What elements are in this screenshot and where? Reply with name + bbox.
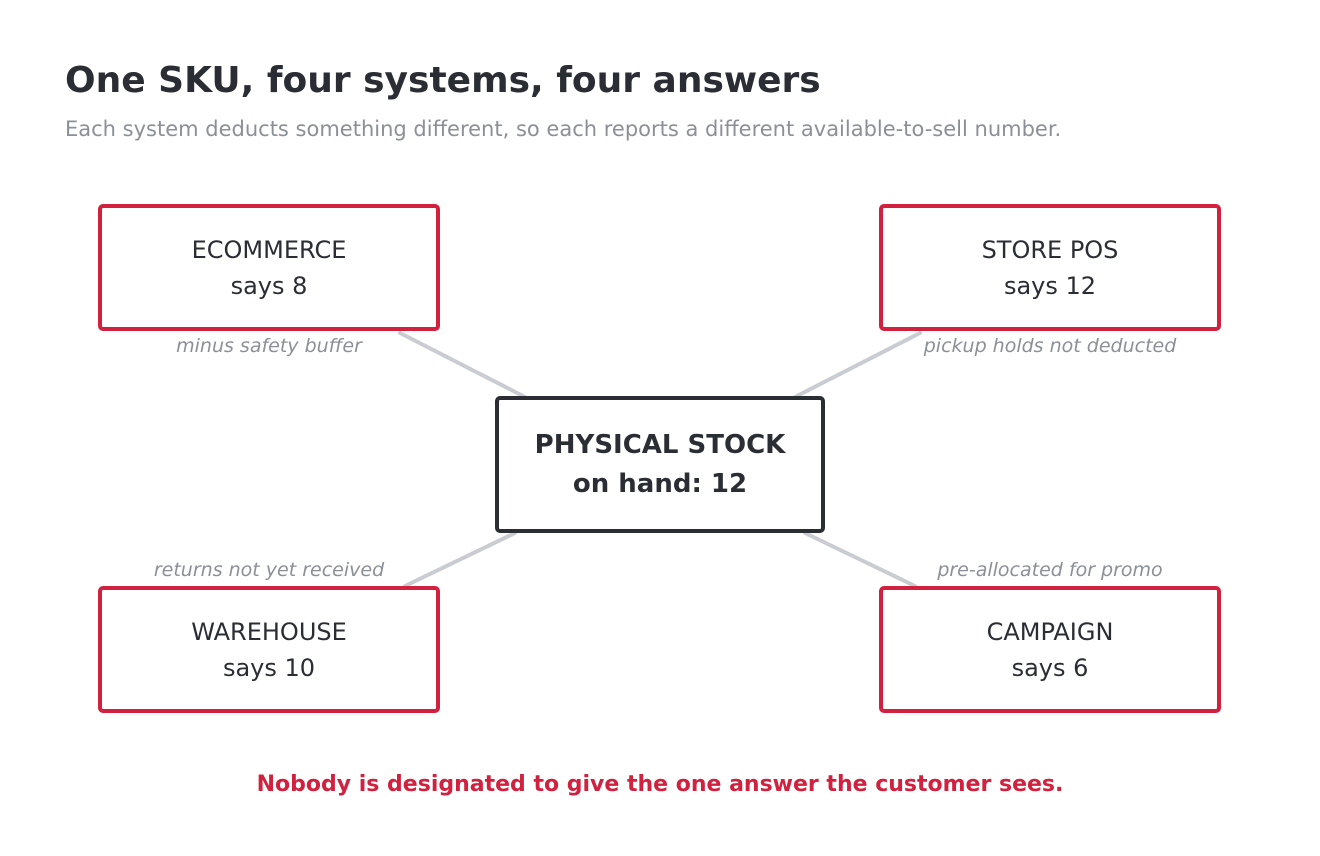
node-campaign: CAMPAIGN says 6 — [879, 586, 1221, 713]
node-store-pos: STORE POS says 12 — [879, 204, 1221, 331]
note-store-pos: pickup holds not deducted — [923, 335, 1177, 357]
note-warehouse: returns not yet received — [153, 559, 385, 581]
node-warehouse: WAREHOUSE says 10 — [98, 586, 440, 713]
page-subtitle: Each system deducts something different,… — [65, 117, 1062, 141]
node-ecommerce-name: ECOMMERCE — [191, 235, 347, 264]
node-physical-stock-label: PHYSICAL STOCK — [534, 429, 786, 460]
node-store-pos-name: STORE POS — [981, 235, 1119, 264]
node-physical-stock-value: on hand: 12 — [572, 468, 748, 499]
connector-campaign — [803, 531, 917, 588]
node-store-pos-value: says 12 — [1003, 271, 1097, 300]
note-campaign: pre-allocated for promo — [937, 559, 1163, 581]
node-ecommerce-value: says 8 — [230, 271, 308, 300]
connector-store-pos — [793, 331, 922, 399]
footer-callout: Nobody is designated to give the one ans… — [256, 772, 1064, 797]
node-ecommerce: ECOMMERCE says 8 — [98, 204, 440, 331]
page-title: One SKU, four systems, four answers — [65, 60, 821, 101]
node-warehouse-value: says 10 — [222, 653, 316, 682]
node-campaign-value: says 6 — [1011, 653, 1089, 682]
node-campaign-name: CAMPAIGN — [986, 617, 1114, 646]
node-warehouse-name: WAREHOUSE — [191, 617, 347, 646]
node-physical-stock: PHYSICAL STOCK on hand: 12 — [495, 396, 825, 533]
note-ecommerce: minus safety buffer — [176, 335, 362, 357]
connector-ecommerce — [398, 331, 527, 399]
connector-warehouse — [403, 531, 517, 588]
